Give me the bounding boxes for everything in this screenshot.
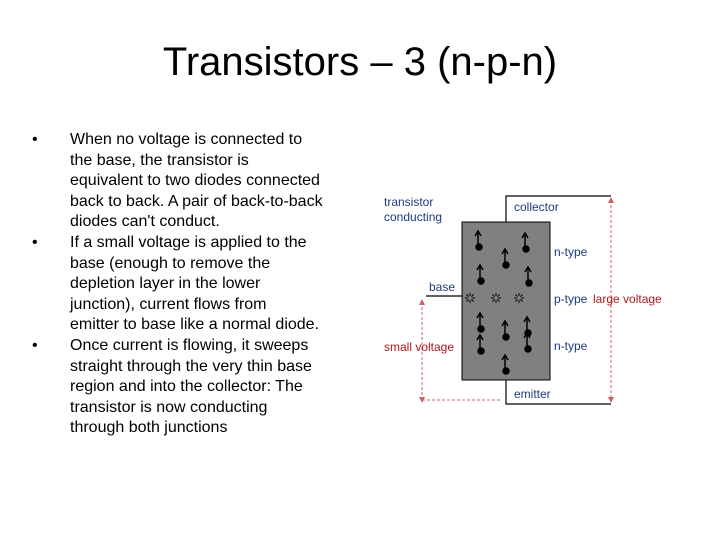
bullet-item: • When no voltage is connected to the ba… (32, 130, 362, 233)
slide-title: Transistors – 3 (n-p-n) (162, 40, 558, 84)
electron-icon (476, 333, 485, 355)
large-voltage-label: large voltage (593, 292, 662, 306)
collector-lead (505, 195, 611, 222)
electron-icon (521, 231, 530, 253)
collector-label: collector (514, 200, 559, 214)
middle-region-label: p-type (554, 292, 588, 306)
electron-carriers (474, 229, 533, 375)
bullet-line: through both junctions (70, 419, 228, 437)
hole-icon (514, 293, 524, 303)
bullet-marker: • (32, 233, 38, 251)
hole-carriers (465, 293, 524, 303)
bullet-line: straight through the very thin base (70, 357, 312, 375)
electron-icon (501, 319, 510, 341)
bottom-region-label: n-type (554, 339, 588, 353)
bullet-marker: • (32, 336, 38, 354)
state-label-line: conducting (384, 210, 442, 224)
electron-icon (476, 263, 485, 285)
emitter-lead (505, 380, 611, 405)
bullet-line: Once current is flowing, it sweeps (70, 336, 309, 354)
bullet-line: depletion layer in the lower (70, 275, 261, 293)
bullet-line: the base, the transistor is (70, 151, 249, 169)
bullet-list: • When no voltage is connected to the ba… (32, 130, 362, 439)
bullet-line: transistor is now conducting (70, 398, 268, 416)
small-voltage-label: small voltage (384, 340, 454, 354)
bullet-line: diodes can't conduct. (70, 213, 220, 231)
top-region-label: n-type (554, 245, 588, 259)
electron-icon (474, 229, 483, 251)
bullet-line: base (enough to remove the (70, 254, 271, 272)
electron-icon (501, 247, 510, 269)
state-label-line: transistor (384, 195, 433, 209)
bullet-marker: • (32, 131, 38, 148)
emitter-label: emitter (514, 387, 551, 401)
bullet-line: emitter to base like a normal diode. (70, 316, 320, 334)
electron-icon (523, 331, 532, 353)
hole-icon (491, 293, 501, 303)
hole-icon (465, 293, 475, 303)
bullet-line: junction), current flows from (70, 295, 267, 313)
bullet-line: When no voltage is connected to (70, 131, 303, 148)
base-label: base (429, 280, 455, 294)
bullet-line: region and into the collector: The (70, 378, 303, 396)
bullet-line: If a small voltage is applied to the (70, 233, 307, 251)
bullet-line: equivalent to two diodes connected (70, 172, 320, 190)
electron-icon (524, 265, 533, 287)
bullet-line: back to back. A pair of back-to-back (70, 192, 323, 210)
electron-icon (476, 311, 485, 333)
bullet-item: • Once current is flowing, it sweeps str… (32, 336, 362, 439)
bullet-item: • If a small voltage is applied to the b… (32, 233, 362, 336)
electron-icon (501, 353, 510, 375)
